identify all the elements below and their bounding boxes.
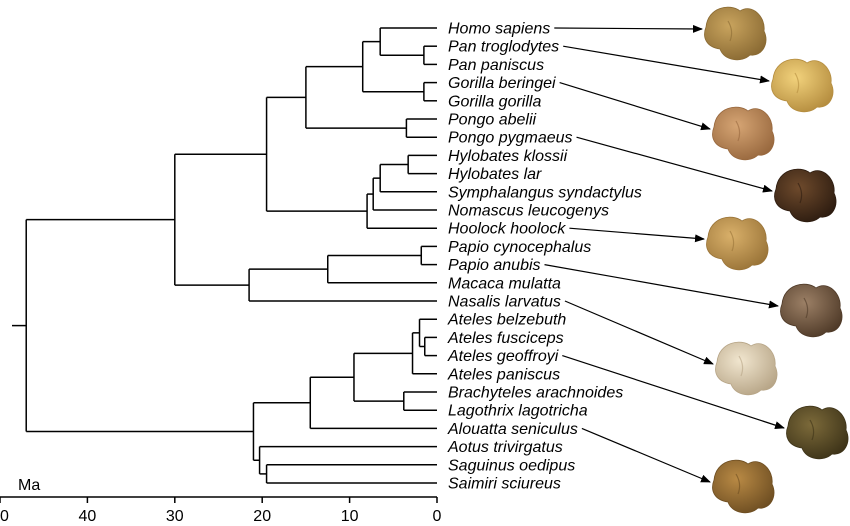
specimen-arrow [544, 264, 779, 309]
specimen-arrow [569, 227, 705, 243]
taxon-label: Macaca mulatta [448, 275, 561, 292]
specimen-bone [712, 459, 775, 514]
specimen-ridge [738, 355, 744, 377]
specimen-arrow [562, 355, 785, 430]
specimen-arrow [576, 136, 773, 193]
specimen-ridge [797, 182, 803, 204]
specimen-7 [786, 405, 849, 460]
specimen-1 [771, 58, 834, 113]
taxon-label: Saimiri sciureus [448, 476, 561, 493]
axis-tick-label: 20 [253, 508, 271, 525]
taxon-label: Pan troglodytes [448, 39, 559, 56]
specimen-ridge [729, 230, 735, 252]
specimen-ridge [735, 120, 741, 142]
taxon-label: Lagothrix lagotricha [448, 403, 588, 420]
taxon-label: Alouatta seniculus [447, 421, 578, 438]
axis-tick-label: 50 [0, 508, 9, 525]
taxon-label: Ateles belzebuth [447, 312, 566, 329]
taxon-label: Pan paniscus [448, 57, 544, 74]
taxon-label: Symphalangus syndactylus [448, 184, 642, 201]
specimen-bone [771, 58, 834, 113]
specimen-8 [712, 459, 775, 514]
taxon-label: Nomascus leucogenys [448, 203, 609, 220]
axis-unit-label: Ma [18, 477, 40, 494]
specimen-arrow [564, 300, 714, 365]
time-axis: Ma 50 40 30 20 10 0 [0, 477, 442, 525]
specimen-2 [712, 106, 775, 161]
taxon-label: Hylobates lar [448, 166, 542, 183]
specimen-bone [780, 283, 843, 338]
specimen-ridge [794, 72, 800, 94]
taxon-label: Brachyteles arachnoides [448, 385, 623, 402]
taxon-label: Papio anubis [448, 257, 541, 274]
taxon-label: Pongo abelii [448, 112, 537, 129]
specimen-bone [715, 341, 778, 396]
specimen-4 [706, 216, 769, 271]
taxon-label: Gorilla beringei [448, 75, 556, 92]
axis-tick-label: 10 [341, 508, 359, 525]
specimen-5 [780, 283, 843, 338]
taxon-label: Aotus trivirgatus [447, 439, 563, 456]
taxon-label: Gorilla gorilla [448, 93, 541, 110]
specimen-arrows [544, 24, 785, 483]
specimen-bone [786, 405, 849, 460]
specimen-ridge [803, 297, 809, 319]
specimen-arrow [581, 427, 711, 483]
axis-tick-label: 0 [433, 508, 442, 525]
taxon-label: Homo sapiens [448, 21, 550, 38]
specimen-bone [712, 106, 775, 161]
specimen-6 [715, 341, 778, 396]
specimen-ridge [735, 473, 741, 495]
axis-tick-label: 30 [166, 508, 184, 525]
taxon-label: Papio cynocephalus [448, 239, 591, 256]
taxon-label: Nasalis larvatus [448, 294, 561, 311]
specimen-bone [774, 168, 837, 223]
axis-tick-label: 40 [79, 508, 97, 525]
specimen-bone [704, 6, 767, 61]
specimen-images [704, 6, 849, 514]
taxon-label: Ateles fusciceps [447, 330, 564, 347]
specimen-0 [704, 6, 767, 61]
taxon-label: Saguinus oedipus [448, 457, 575, 474]
specimen-arrow [563, 45, 770, 84]
specimen-arrow [554, 24, 703, 33]
taxon-label: Hylobates klossii [448, 148, 568, 165]
tree-branches [12, 27, 437, 484]
specimen-ridge [809, 419, 815, 441]
specimen-bone [706, 216, 769, 271]
specimen-ridge [727, 20, 733, 42]
specimen-arrow [559, 82, 711, 131]
taxon-label: Hoolock hoolock [448, 221, 566, 238]
specimen-3 [774, 168, 837, 223]
taxon-label: Ateles geoffroyi [447, 348, 559, 365]
taxon-label: Pongo pygmaeus [448, 130, 573, 147]
taxon-label: Ateles paniscus [447, 366, 560, 383]
